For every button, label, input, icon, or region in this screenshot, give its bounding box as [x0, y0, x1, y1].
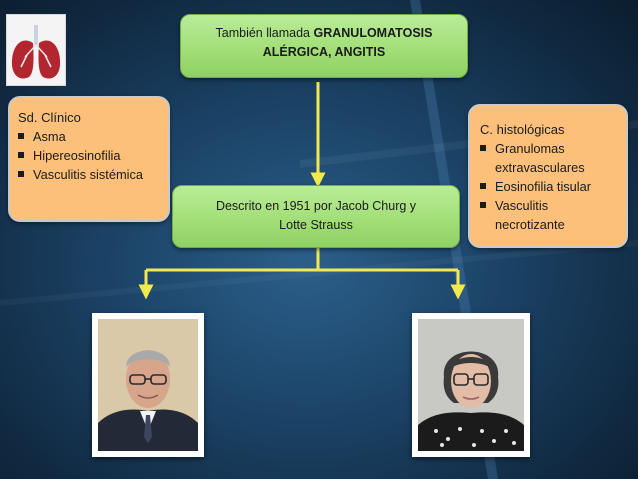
left-box-list: Asma Hipereosinofilia Vasculitis sistémi…: [18, 127, 160, 184]
top-box-line2: ALÉRGICA, ANGITIS: [262, 45, 386, 59]
middle-box: Descrito en 1951 por Jacob Churg y Lotte…: [172, 185, 460, 248]
square-bullet-icon: [480, 183, 486, 189]
portrait-woman-photo: [418, 319, 524, 451]
right-box-histology: C. histológicas Granulomas extravascular…: [468, 104, 628, 248]
middle-box-line1: Descrito en 1951 por Jacob Churg y: [215, 199, 417, 213]
left-box-clinical: Sd. Clínico Asma Hipereosinofilia Vascul…: [8, 96, 170, 222]
square-bullet-icon: [18, 171, 24, 177]
top-box: También llamada GRANULOMATOSIS ALÉRGICA,…: [180, 14, 468, 78]
list-item: Asma: [18, 127, 160, 146]
photo-lotte-strauss: [412, 313, 530, 457]
square-bullet-icon: [18, 133, 24, 139]
list-item: Vasculitis necrotizante: [480, 196, 618, 234]
top-box-line1: También llamada GRANULOMATOSIS: [215, 26, 433, 40]
lungs-logo: [6, 14, 66, 86]
list-item: Granulomas extravasculares: [480, 139, 618, 177]
middle-box-line2: Lotte Strauss: [279, 218, 353, 232]
square-bullet-icon: [480, 145, 486, 151]
left-box-title: Sd. Clínico: [18, 110, 81, 125]
lungs-icon: [11, 25, 61, 79]
list-item: Eosinofilia tisular: [480, 177, 618, 196]
list-item: Hipereosinofilia: [18, 146, 160, 165]
list-item: Vasculitis sistémica: [18, 165, 160, 184]
portrait-man-photo: [98, 319, 198, 451]
square-bullet-icon: [480, 202, 486, 208]
photo-jacob-churg: [92, 313, 204, 457]
right-box-title: C. histológicas: [480, 122, 565, 137]
right-box-list: Granulomas extravasculares Eosinofilia t…: [480, 139, 618, 234]
square-bullet-icon: [18, 152, 24, 158]
